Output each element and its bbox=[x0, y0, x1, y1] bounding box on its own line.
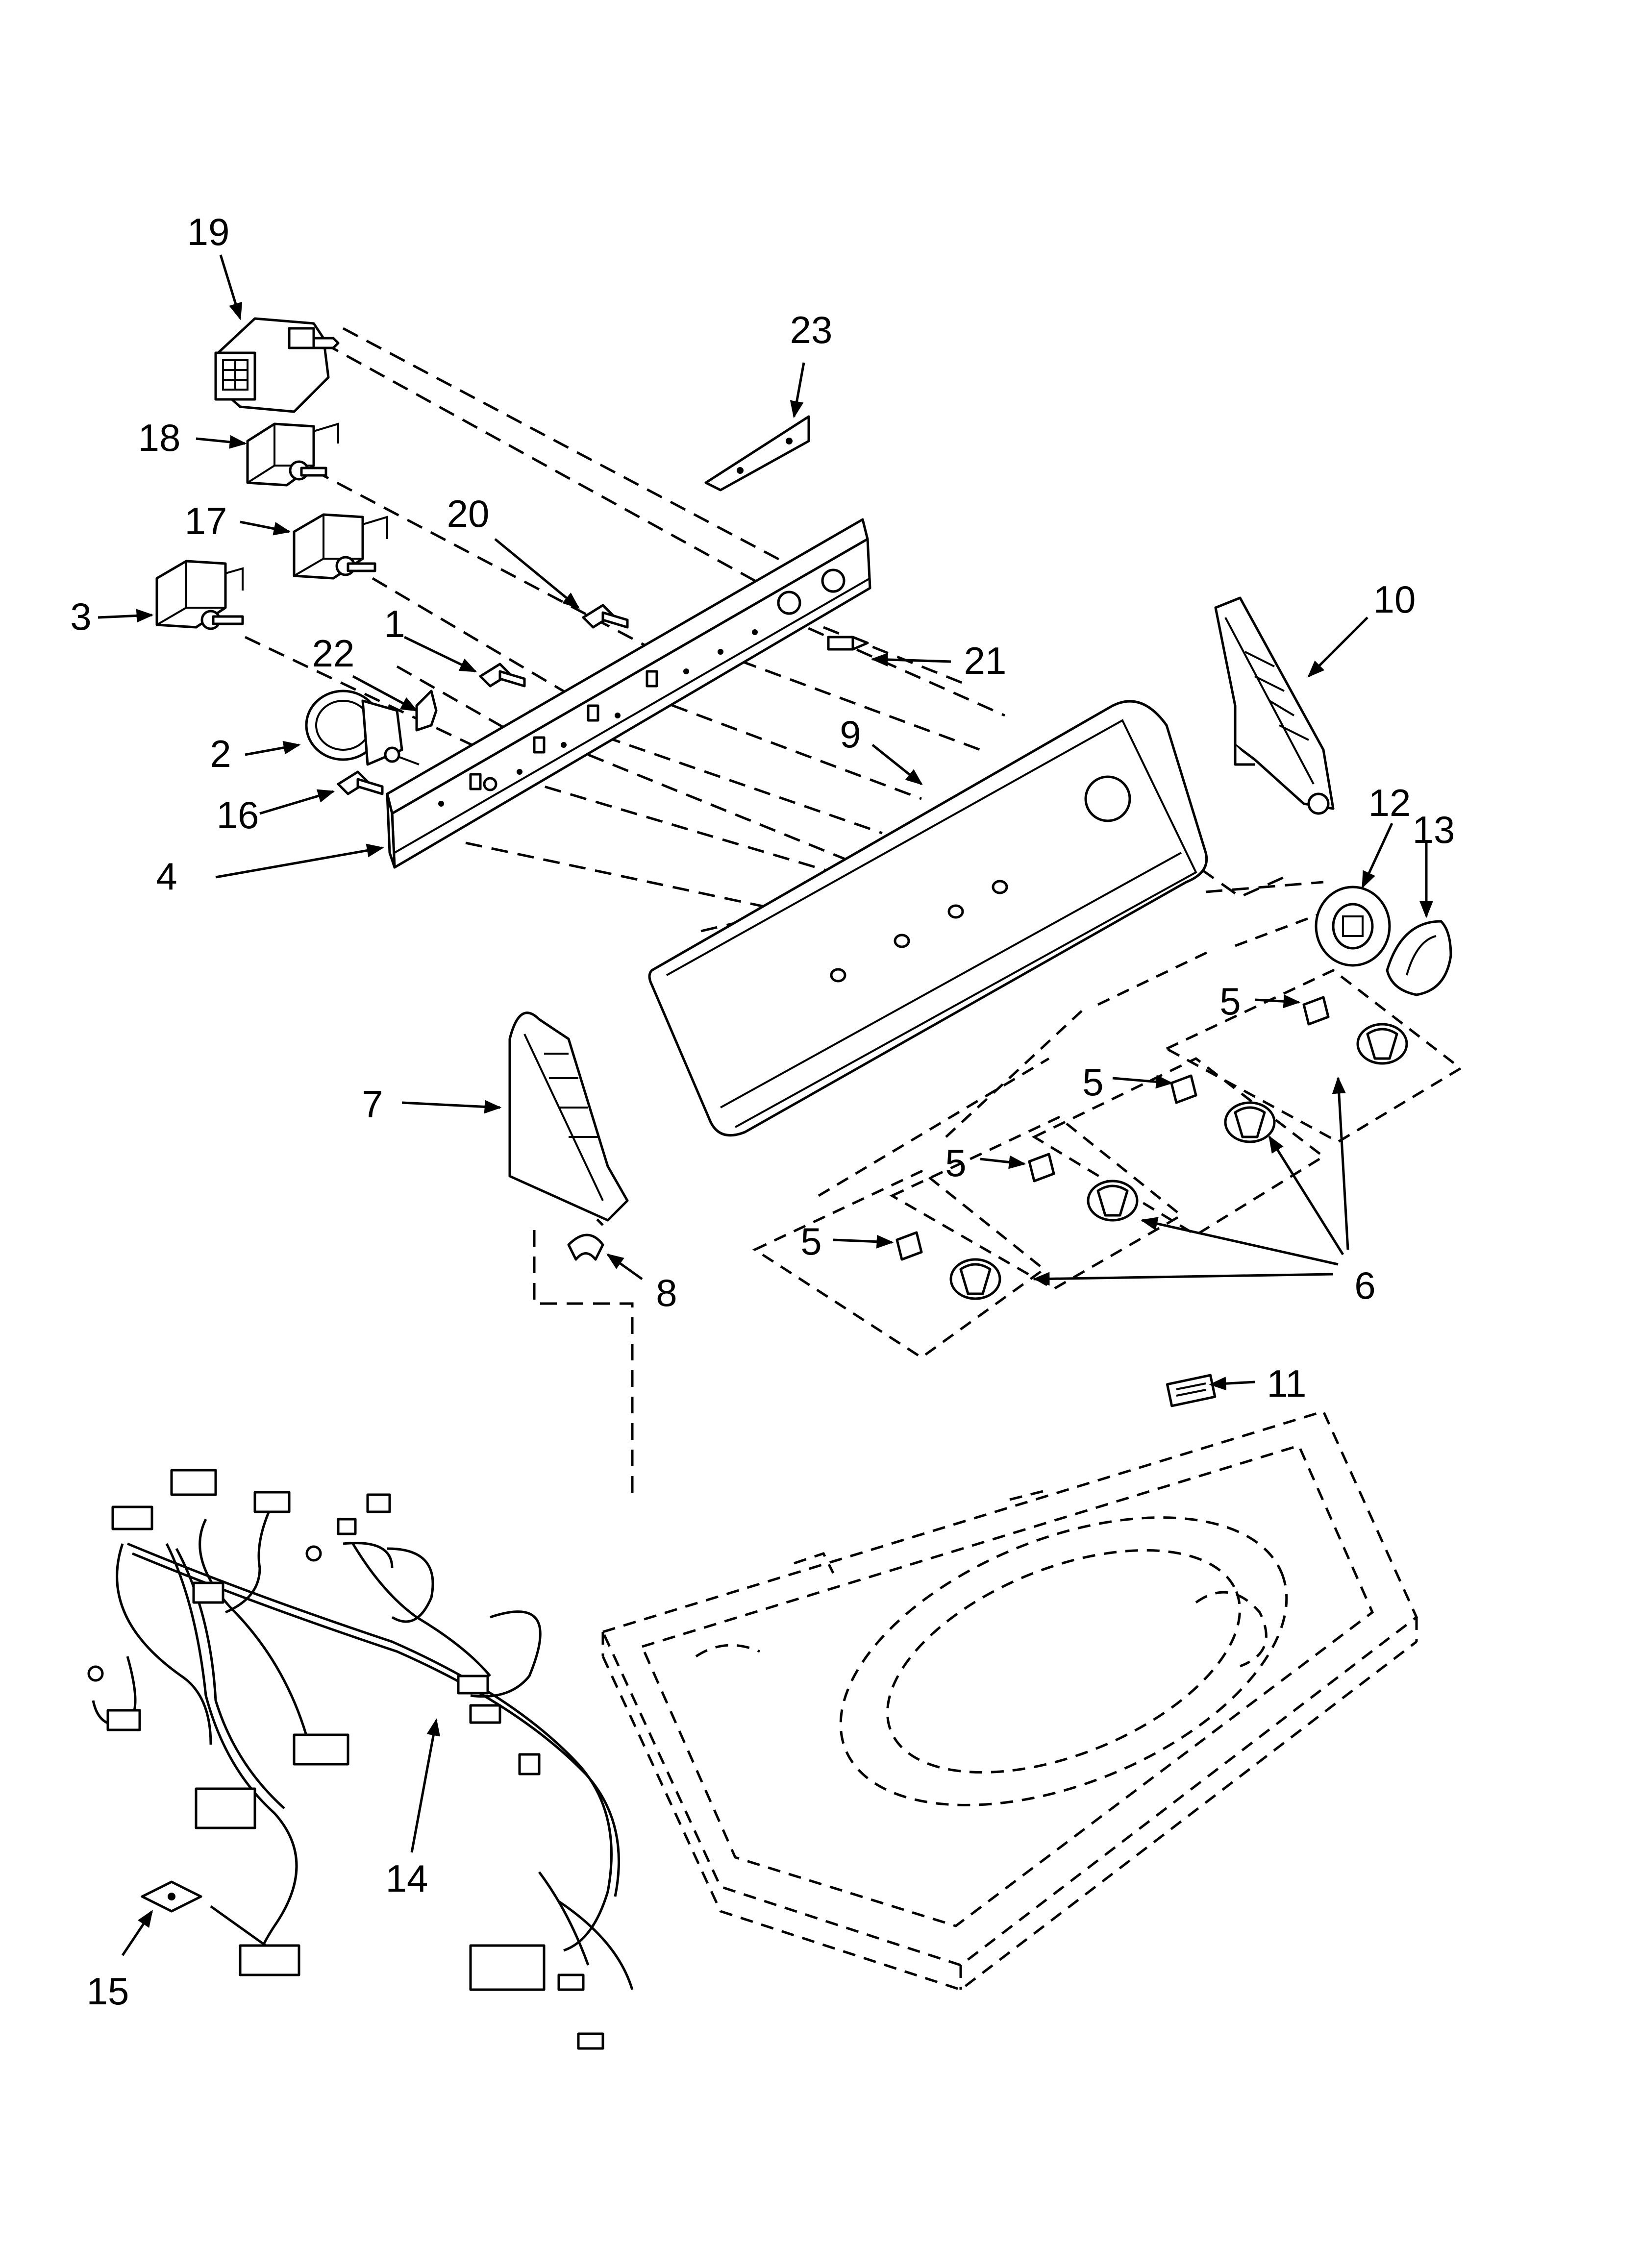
knob-13 bbox=[1386, 920, 1452, 996]
timer-switch-19 bbox=[214, 317, 340, 413]
screw-21 bbox=[827, 636, 869, 651]
callout-12: 12 bbox=[1368, 781, 1411, 824]
callout-21: 21 bbox=[964, 639, 1007, 682]
callout-7: 7 bbox=[362, 1083, 383, 1126]
screw-1 bbox=[479, 663, 526, 688]
callout-3: 3 bbox=[70, 595, 91, 638]
knob-set-1 bbox=[895, 1231, 1001, 1300]
callout-9: 9 bbox=[840, 713, 861, 756]
callout-5-a: 5 bbox=[1219, 980, 1241, 1023]
callout-6: 6 bbox=[1354, 1264, 1375, 1307]
callout-19: 19 bbox=[187, 210, 230, 253]
callout-5-b: 5 bbox=[1082, 1060, 1103, 1104]
switch-18 bbox=[246, 422, 339, 487]
callout-5-d: 5 bbox=[800, 1220, 821, 1263]
knob-assembly-boxes bbox=[752, 900, 1463, 1359]
callout-23: 23 bbox=[790, 308, 833, 351]
sensor-board-15 bbox=[141, 1880, 300, 1976]
leader-lines bbox=[98, 254, 1433, 1956]
callout-4: 4 bbox=[156, 855, 177, 898]
wire-harness-14 bbox=[87, 1469, 634, 2050]
console-end-bracket-10 bbox=[1214, 596, 1335, 815]
callout-11: 11 bbox=[1267, 1362, 1307, 1405]
callout-10: 10 bbox=[1373, 578, 1416, 621]
callout-17: 17 bbox=[185, 499, 227, 542]
callout-15: 15 bbox=[87, 1970, 129, 2013]
cabinet-top-outline bbox=[601, 1409, 1418, 1991]
label-11 bbox=[1166, 1374, 1217, 1407]
callout-20: 20 bbox=[447, 492, 490, 535]
knob-set-4 bbox=[1302, 996, 1408, 1065]
callout-1: 1 bbox=[384, 602, 405, 645]
control-console-9 bbox=[648, 700, 1208, 1137]
callout-13: 13 bbox=[1413, 808, 1455, 851]
callout-14: 14 bbox=[386, 1857, 428, 1900]
bracket-23 bbox=[704, 415, 810, 492]
screw-20 bbox=[582, 604, 629, 629]
pressure-switch-2 bbox=[305, 690, 420, 766]
screw-16 bbox=[337, 770, 384, 795]
knob-set-2 bbox=[1028, 1153, 1139, 1222]
callout-5-c: 5 bbox=[945, 1141, 966, 1184]
clip-8 bbox=[567, 1233, 604, 1261]
switch-3 bbox=[155, 560, 244, 630]
end-cap-7 bbox=[508, 1011, 629, 1222]
knob-set-3 bbox=[1170, 1074, 1276, 1143]
clip-22 bbox=[415, 690, 438, 732]
callout-2: 2 bbox=[210, 732, 231, 775]
callout-18: 18 bbox=[138, 416, 181, 459]
knob-skirt-12 bbox=[1315, 886, 1391, 967]
callout-16: 16 bbox=[217, 793, 259, 837]
callout-8: 8 bbox=[656, 1271, 677, 1314]
switch-17 bbox=[293, 513, 388, 580]
callout-labels: 19 23 18 17 20 3 1 21 22 2 16 4 9 10 12 … bbox=[70, 210, 1455, 2013]
callout-22: 22 bbox=[312, 632, 355, 675]
console-frame-4 bbox=[386, 518, 871, 869]
